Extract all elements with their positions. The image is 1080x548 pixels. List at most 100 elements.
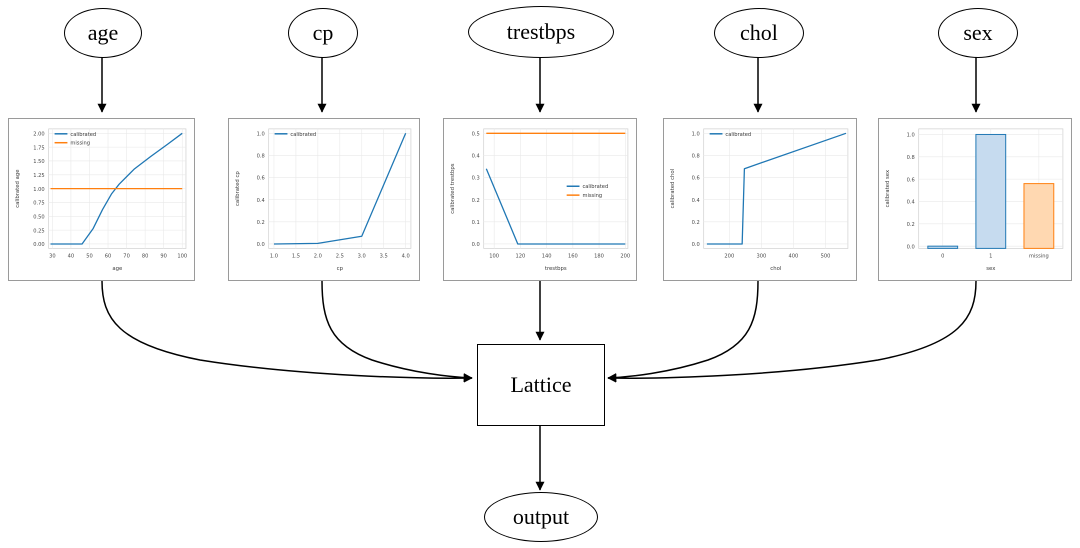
x-tick-label: 100 [177, 253, 187, 259]
node-chol[interactable]: chol [714, 8, 804, 58]
calibrator-plot-chol[interactable]: 0.0 0.2 0.4 0.6 0.8 1.0 200 300 400 500 chol calibr… [663, 118, 857, 281]
y-tick-label: 0.6 [907, 177, 915, 183]
y-tick-label: 0.2 [257, 220, 265, 226]
x-tick-label: 500 [821, 253, 831, 259]
calibrator-plot-age[interactable]: 0.00 0.25 0.50 0.75 1.00 1.25 1.50 1.75 2.00 30 40… [8, 118, 195, 281]
node-cp[interactable]: cp [288, 8, 358, 58]
node-sex[interactable]: sex [938, 8, 1018, 58]
x-axis-title: trestbps [545, 266, 567, 272]
node-output[interactable]: output [484, 492, 598, 542]
edge-cpplot-to-lattice [321, 280, 473, 383]
x-axis-title: chol [770, 266, 781, 272]
x-tick-label: 200 [620, 253, 630, 259]
y-tick-label: 0.2 [472, 198, 480, 204]
legend: calibrated [709, 132, 751, 138]
y-tick-label: 1.0 [692, 131, 700, 137]
y-tick-label: 1.75 [33, 145, 44, 151]
x-tick-label: 30 [49, 253, 56, 259]
y-tick-label: 0.4 [472, 154, 480, 160]
y-tick-label: 0.0 [472, 242, 480, 248]
x-tick-label: missing [1029, 253, 1049, 259]
x-tick-label: 1.0 [270, 253, 278, 259]
y-axis-title: calibrated chol [670, 169, 676, 208]
y-tick-label: 1.0 [907, 133, 915, 139]
y-tick-label: 0.8 [692, 154, 700, 160]
node-output-label: output [512, 504, 570, 529]
node-trestbps[interactable]: trestbps [468, 6, 614, 58]
x-tick-label: 1 [989, 253, 992, 259]
x-tick-label: 2.0 [314, 253, 322, 259]
x-tick-label: 2.5 [336, 253, 344, 259]
y-tick-label: 0.6 [257, 176, 265, 182]
y-tick-label: 0.0 [692, 242, 700, 248]
x-tick-label: 160 [568, 253, 578, 259]
y-tick-label: 0.25 [33, 228, 44, 234]
y-tick-label: 0.5 [472, 131, 480, 137]
calibrator-plot-trestbps[interactable]: 0.0 0.1 0.2 0.3 0.4 0.5 100 120 140 160 180 200 tres… [443, 118, 637, 281]
x-tick-label: 300 [756, 253, 766, 259]
y-tick-label: 2.00 [33, 131, 44, 137]
x-tick-label: 50 [86, 253, 93, 259]
y-tick-label: 1.50 [33, 159, 44, 165]
x-tick-label: 60 [105, 253, 112, 259]
y-tick-label: 0.75 [33, 201, 44, 207]
plot-trestbps-svg: 0.0 0.1 0.2 0.3 0.4 0.5 100 120 140 160 180 200 tres… [450, 128, 630, 272]
legend-label: calibrated [725, 132, 751, 138]
y-tick-label: 1.25 [33, 173, 44, 179]
legend: calibrated missing [566, 184, 608, 199]
x-tick-label: 120 [516, 253, 526, 259]
y-tick-label: 0.8 [907, 155, 915, 161]
node-age[interactable]: age [64, 8, 142, 58]
x-tick-label: 140 [542, 253, 552, 259]
y-tick-label: 1.0 [257, 131, 265, 137]
x-axis-title: cp [337, 266, 344, 272]
node-chol-label: chol [740, 20, 778, 45]
x-tick-label: 90 [160, 253, 167, 259]
x-tick-label: 70 [123, 253, 130, 259]
node-cp-label: cp [312, 20, 334, 45]
axes-frame [483, 128, 629, 249]
bar [1023, 183, 1055, 249]
y-tick-label: 0.50 [33, 214, 44, 220]
x-tick-label: 3.0 [358, 253, 366, 259]
x-axis-title: sex [986, 266, 995, 272]
x-tick-label: 400 [789, 253, 799, 259]
y-tick-label: 0.4 [692, 198, 700, 204]
x-tick-label: 200 [724, 253, 734, 259]
edge-ageplot-to-lattice [101, 280, 473, 383]
node-sex-label: sex [963, 20, 993, 45]
x-tick-label: 40 [68, 253, 75, 259]
edge-sexplot-to-lattice [607, 280, 977, 383]
x-tick-label: 1.5 [292, 253, 300, 259]
y-tick-label: 0.1 [472, 220, 480, 226]
plot-age-svg: 0.00 0.25 0.50 0.75 1.00 1.25 1.50 1.75 2.00 30 40… [15, 128, 187, 272]
x-tick-label: 180 [594, 253, 604, 259]
y-tick-label: 0.4 [907, 200, 915, 206]
y-tick-label: 0.2 [907, 222, 915, 228]
y-axis-title: calibrated trestbps [450, 163, 456, 214]
y-axis-title: calibrated cp [235, 171, 241, 206]
y-tick-label: 0.3 [472, 176, 480, 182]
legend-label: calibrated [290, 132, 316, 138]
lattice-label: Lattice [510, 372, 572, 397]
lattice-node[interactable]: Lattice [477, 344, 605, 426]
axes-frame [703, 128, 849, 249]
x-tick-label: 80 [142, 253, 149, 259]
edge-cholplot-to-lattice [607, 280, 759, 383]
y-axis-title: calibrated age [15, 169, 21, 207]
plot-chol-svg: 0.0 0.2 0.4 0.6 0.8 1.0 200 300 400 500 chol calibr… [670, 128, 849, 272]
y-tick-label: 0.00 [33, 242, 44, 248]
x-tick-label: 100 [489, 253, 499, 259]
y-tick-label: 1.00 [33, 187, 44, 193]
y-tick-label: 0.6 [692, 176, 700, 182]
legend-label: calibrated [70, 132, 96, 138]
y-tick-label: 0.2 [692, 220, 700, 226]
y-tick-label: 0.8 [257, 154, 265, 160]
legend-label: missing [582, 193, 602, 199]
legend-label: calibrated [582, 184, 608, 190]
